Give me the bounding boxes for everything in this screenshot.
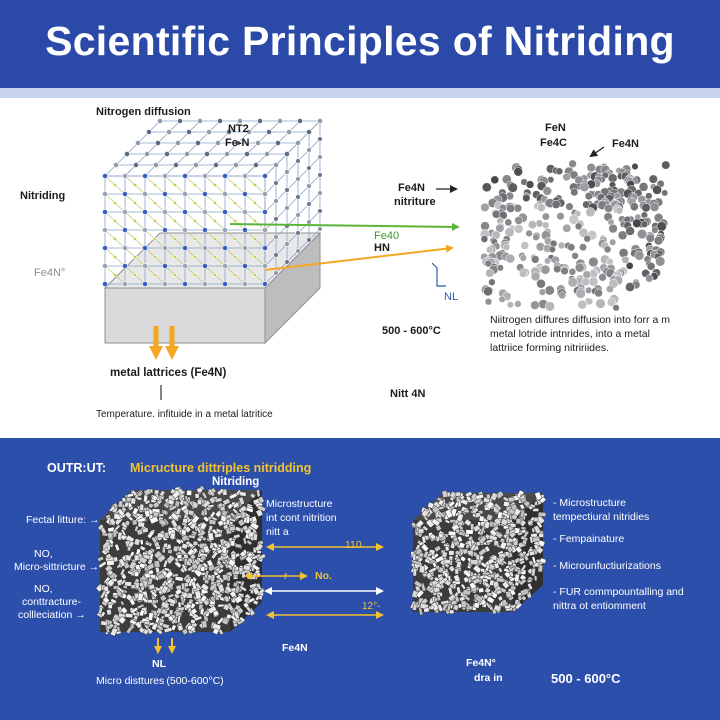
yellow-down-arrows [154, 638, 176, 654]
label-fectal-litture: Fectal litture: → [26, 514, 100, 526]
substrate-slab [103, 231, 322, 345]
header-banner: Scientific Principles of Nitriding [0, 0, 720, 92]
bullet-1: - Microstructure [553, 497, 626, 509]
label-no-2: NO, [34, 583, 53, 595]
header-divider [0, 88, 720, 98]
label-fe4n-right: Fe4N [612, 138, 639, 150]
bullet-4: - FUR commpountalling and [553, 586, 684, 598]
output-title: Micructure dittriples nitridding [130, 461, 312, 475]
label-nitriture: nitriture [394, 196, 436, 208]
label-temperature-note: Temperature. infituide in a metal latrit… [96, 409, 273, 420]
microstructure-diagram [95, 485, 547, 654]
bullet-3: - Microunfuctiurizations [553, 560, 661, 572]
label-micro-disttures: Micro disttures (500-600°C) [96, 675, 224, 687]
label-nl-top: NL [444, 291, 459, 303]
label-fe4c: Fe4C [540, 137, 567, 149]
label-fe4n-arrow: Fe4N [398, 182, 425, 194]
fe4n-pointer-arrow [589, 146, 605, 158]
green-arrow [229, 222, 460, 231]
label-nitrogen-diffusion: Nitrogen diffusion [96, 106, 191, 118]
label-12: 12°- [362, 601, 381, 612]
label-dra-in: dra in [474, 672, 503, 684]
label-nitriding: Nitriding [20, 190, 66, 202]
label-nitt-4n: Nitt 4N [390, 388, 426, 400]
label-r: r [284, 570, 288, 582]
label-conttracture: conttracture- [22, 596, 81, 608]
output-nitriding: Nitriding [212, 476, 260, 488]
label-no: No. [315, 570, 332, 582]
diffusion-panel: Nitrogen diffusion NT2 Fe-N Nitriding Fe… [0, 98, 720, 438]
label-fe4n-bottom: Fe4N [282, 642, 308, 654]
grain-cube-left [95, 485, 266, 637]
bullet-4b: nittra ot entiomment [553, 600, 646, 612]
label-micro-int-1: Microstructure [266, 498, 333, 510]
microstructure-panel: OUTR:UT: Micructure dittriples nitriddin… [0, 438, 720, 720]
label-nl-bottom: NL [152, 658, 166, 670]
bullet-1b: tempectiural nitridies [553, 511, 650, 523]
diffusion-paragraph: Niitrogen diffures diffusion into forr a… [490, 314, 670, 354]
label-temp-range-top: 500 - 600°C [382, 325, 441, 337]
orange-arrow [264, 244, 454, 271]
label-micro-int-3: nitt a [266, 526, 289, 538]
nitride-sphere-cube [479, 159, 671, 312]
label-fe4n-deg: Fe4N° [466, 657, 496, 669]
label-collleciation: collleciation → [18, 609, 86, 621]
nl-bracket [431, 262, 446, 287]
label-fen: FeN [545, 122, 566, 134]
label-fe40: Fe40 [374, 230, 400, 242]
label-metal-lattrices: metal lattrices (Fe4N) [110, 367, 227, 379]
output-label: OUTR:UT: [47, 461, 107, 475]
bullet-2: - Fempainature [553, 533, 625, 545]
label-no-1: NO, [34, 548, 53, 560]
label-micro-sittricture: Micro-sittricture → [14, 561, 100, 573]
lattice-cube [102, 118, 323, 287]
label-hn: HN [374, 242, 390, 254]
label-fe-n: Fe-N [225, 137, 250, 149]
label-nt2: NT2 [228, 123, 249, 135]
grain-cube-right [409, 490, 547, 616]
page-title: Scientific Principles of Nitriding [45, 18, 675, 64]
label-micro-int-2: int cont nitrition [266, 512, 337, 524]
label-fe4n-prime: Fe4N° [34, 267, 66, 279]
label-temp-range-bottom: 500 - 600°C [551, 671, 621, 686]
label-110: 110 [345, 539, 362, 551]
orange-down-arrows [149, 326, 179, 360]
diffusion-diagram [102, 118, 671, 400]
